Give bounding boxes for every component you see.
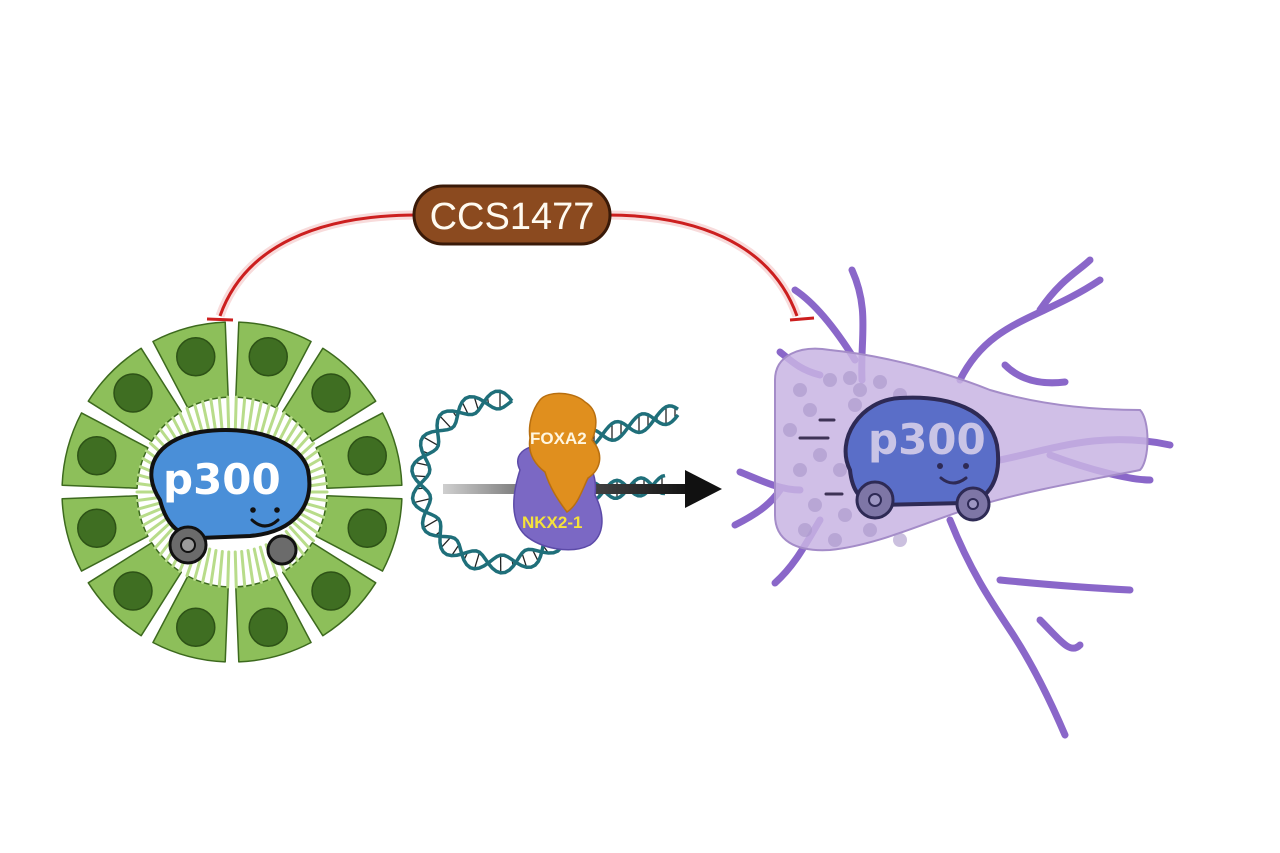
microvillus: [258, 545, 271, 581]
vesicle: [823, 373, 837, 387]
p300-car-right: p300: [843, 395, 1000, 522]
wheel-icon: [168, 525, 208, 565]
microvillus: [209, 548, 218, 587]
microvillus: [226, 550, 231, 589]
inhibition-bar-left-icon: [206, 317, 234, 322]
microvillus: [226, 395, 231, 434]
membrane-marks: [798, 418, 844, 496]
nucleus: [77, 508, 117, 548]
microvillus: [258, 403, 271, 439]
microvillus: [240, 396, 247, 435]
microvillus: [292, 521, 316, 543]
vesicle: [813, 448, 827, 462]
nucleus: [176, 337, 216, 377]
inhibition-bar-right-icon: [789, 316, 815, 322]
wheel-icon: [955, 486, 991, 522]
organoid-cell-ring: [61, 321, 403, 663]
vesicle: [793, 463, 807, 477]
microvillus: [201, 547, 212, 584]
microvillus: [233, 395, 238, 434]
nucleus: [113, 571, 153, 611]
foxa2-protein: FOXA2: [528, 392, 601, 514]
microvillus: [246, 397, 255, 436]
nucleus: [248, 337, 288, 377]
microvillus: [264, 406, 279, 441]
nucleus: [347, 508, 387, 548]
p300-label-left: p300: [163, 455, 281, 504]
vesicle: [853, 383, 867, 397]
microvillus: [288, 525, 311, 550]
microvillus: [153, 525, 176, 550]
vesicle: [848, 398, 862, 412]
nucleus: [311, 373, 351, 413]
vesicle: [873, 375, 887, 389]
arrow-head-icon: [685, 470, 722, 508]
p300-label-right: p300: [868, 415, 986, 464]
vesicle: [808, 498, 822, 512]
vesicle: [783, 423, 797, 437]
nucleus: [311, 571, 351, 611]
inhibition-arc-left: [206, 210, 418, 322]
vesicle: [828, 533, 842, 547]
microvillus: [138, 506, 165, 519]
vesicle: [843, 371, 857, 385]
drug-pill: CCS1477: [412, 184, 612, 246]
microvillus: [217, 396, 224, 435]
microvillus: [148, 521, 172, 543]
vesicle: [793, 383, 807, 397]
nucleus: [347, 436, 387, 476]
wheel-icon: [855, 480, 895, 520]
microvillus: [233, 550, 238, 589]
vesicles: [783, 371, 907, 547]
nucleus: [113, 373, 153, 413]
microvillus: [141, 511, 167, 527]
microvillus: [240, 549, 247, 588]
p300-car-left: p300: [149, 427, 312, 566]
wheel-icon: [266, 534, 298, 566]
microvillus: [252, 400, 263, 437]
microvillus: [295, 516, 320, 535]
microvillus: [299, 506, 326, 519]
drug-label: CCS1477: [430, 196, 595, 238]
vesicle: [893, 533, 907, 547]
vesicle: [803, 403, 817, 417]
microvillus: [252, 547, 263, 584]
microvillus: [209, 397, 218, 436]
neuroendocrine-cell: p300: [731, 256, 1174, 739]
inhibition-arc-right: [606, 210, 815, 322]
nucleus: [176, 607, 216, 647]
vesicle: [833, 463, 847, 477]
vesicle: [838, 508, 852, 522]
nucleus: [77, 436, 117, 476]
vesicle: [863, 523, 877, 537]
foxa2-label: FOXA2: [530, 429, 587, 448]
nkx2-1-label: NKX2-1: [522, 513, 582, 532]
microvillus: [144, 516, 169, 535]
microvillus: [297, 511, 323, 527]
microvillus: [246, 548, 255, 587]
microvillus: [137, 501, 163, 511]
dna-helix-upper: [584, 404, 680, 450]
vesicle: [798, 523, 812, 537]
nucleus: [248, 607, 288, 647]
microvillus: [217, 549, 224, 588]
